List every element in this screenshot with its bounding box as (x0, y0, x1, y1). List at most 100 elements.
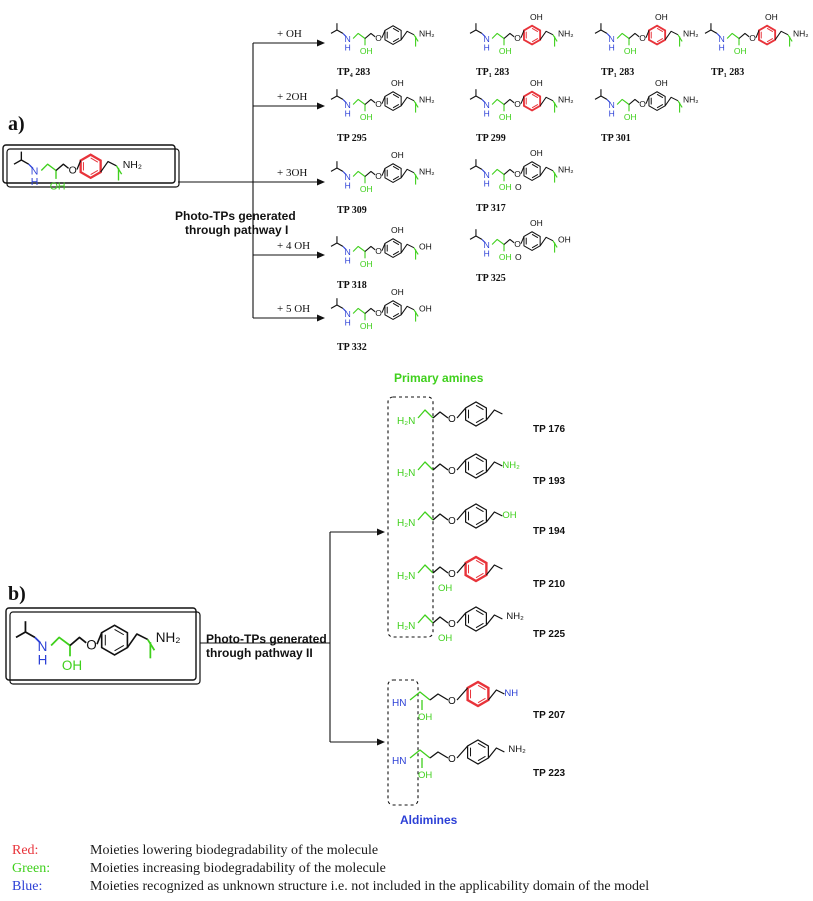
product-label: TP 318 (337, 280, 367, 291)
bond-chain (481, 239, 486, 244)
atom-label: N (609, 34, 615, 44)
atom-label: OH (734, 46, 747, 56)
bond (656, 38, 664, 43)
atom-label: O (448, 516, 456, 527)
bond-chain (606, 33, 611, 38)
amine-label: H₂N (397, 518, 415, 529)
atom-label: N (345, 247, 351, 257)
bond-chain (664, 96, 679, 107)
bond-chain (491, 98, 505, 105)
imine-label: HN (392, 698, 406, 709)
bond-chain (330, 304, 344, 309)
bond-chain (594, 29, 608, 34)
branch-label-4: + 5 OH (277, 303, 310, 315)
atom-label: H (484, 178, 490, 188)
atom-label: OH (360, 321, 373, 331)
atom-label: O (514, 99, 521, 109)
atom-label: OH (499, 182, 512, 192)
bond (520, 30, 525, 38)
ring-oh: OH (391, 150, 404, 160)
atom-label: NH₂ (558, 28, 574, 38)
bond (392, 313, 400, 318)
atom-label: O (448, 466, 456, 477)
bond-chain (485, 409, 503, 421)
primary-product-label: TP 225 (533, 629, 565, 640)
bond-chain (28, 163, 34, 169)
atom-label: N (484, 34, 490, 44)
arrow-head (317, 178, 325, 186)
bond-chain (485, 511, 503, 523)
atom-label: OH (360, 112, 373, 122)
legend-key-red: Red: (12, 843, 39, 858)
product-label: TP₄ 283 (337, 67, 370, 78)
bond-chain (400, 30, 415, 41)
bond (392, 27, 400, 33)
bond (381, 168, 386, 176)
bond (392, 240, 400, 246)
atom-label: N (38, 639, 48, 654)
primary-product-label: TP 176 (533, 424, 565, 435)
atom-label: O (375, 99, 382, 109)
atom-label: OH (438, 583, 452, 594)
bond (76, 160, 82, 170)
bond (456, 612, 467, 624)
ring-o: O (515, 252, 522, 262)
bond-chain (352, 245, 366, 252)
bond-chain (628, 32, 640, 39)
bond-chain (342, 246, 347, 251)
bond-chain (503, 168, 515, 175)
bond-chain (342, 171, 347, 176)
bond (475, 456, 484, 463)
legend-key-green: Green: (12, 861, 51, 876)
pathway-a-caption-1: Photo-TPs generated (175, 209, 296, 223)
product-label: TP 325 (476, 273, 506, 284)
bond-chain (352, 307, 366, 314)
legend-text-red: Moieties lowering biodegradability of th… (90, 843, 379, 858)
amine-label: H₂N (397, 416, 415, 427)
bond (766, 38, 774, 43)
bond (392, 93, 400, 99)
bond (531, 174, 539, 179)
bond-chain (13, 159, 30, 165)
aldimine-product-label: TP 207 (533, 710, 565, 721)
atom-label: OH (360, 184, 373, 194)
atom-label: O (514, 239, 521, 249)
bond-chain (469, 235, 483, 240)
bond-chain (539, 166, 554, 177)
bond (456, 509, 467, 521)
arrow-head (377, 528, 385, 536)
bond-chain (330, 95, 344, 100)
bond-chain (432, 566, 449, 574)
bond-chain (432, 411, 449, 419)
bond (475, 572, 484, 579)
bond-chain (616, 98, 630, 105)
bond (520, 166, 525, 174)
atom-label: OH (62, 658, 82, 673)
bond-chain (616, 32, 630, 39)
arrow-head (377, 738, 385, 746)
parent-box-a (2, 144, 176, 184)
atom-label: H (484, 248, 490, 258)
bond (90, 157, 99, 163)
arrow-head (317, 39, 325, 47)
bond-chain (432, 513, 449, 521)
atom-label: OH (624, 46, 637, 56)
atom-label: O (375, 246, 382, 256)
bond-chain (485, 564, 503, 576)
amine-label: H₂N (397, 468, 415, 479)
atom-label: O (749, 33, 756, 43)
bond (392, 104, 400, 109)
atom-label: NH₂ (558, 164, 574, 174)
bond (392, 251, 400, 256)
